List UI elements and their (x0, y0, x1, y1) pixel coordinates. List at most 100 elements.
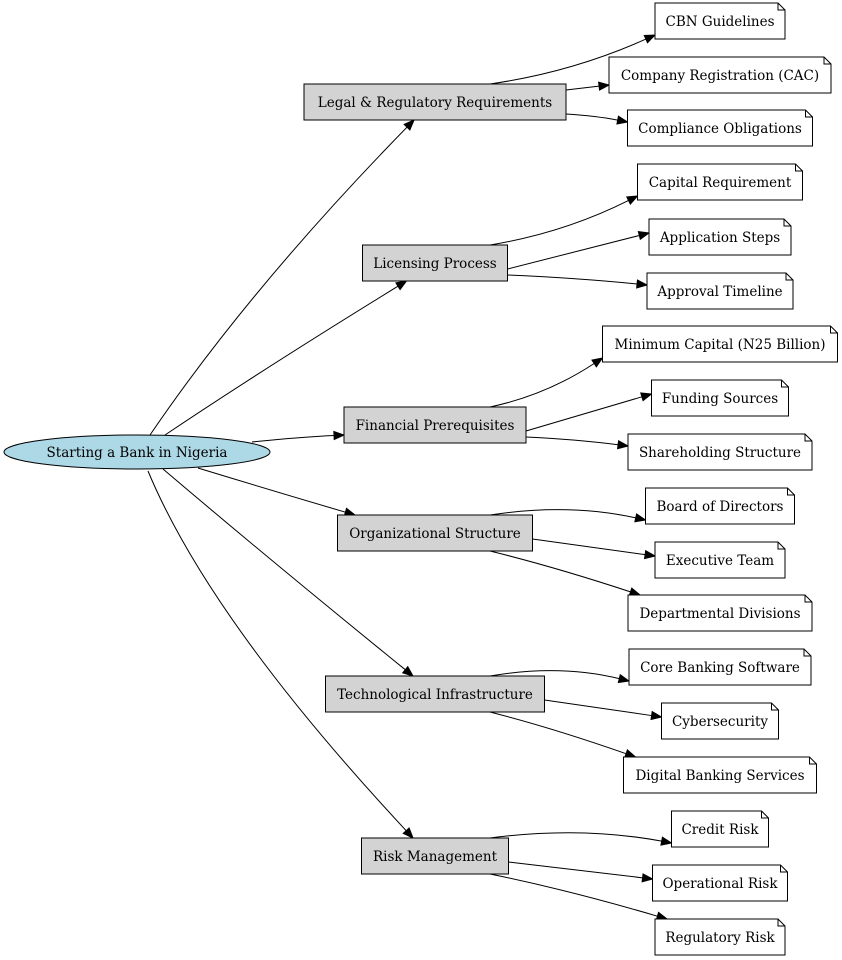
category-node-organizational-structure: Organizational Structure (337, 514, 533, 552)
leaf-node-label: Credit Risk (681, 822, 759, 838)
edge-legal-regulatory-requirements-to-compliance-obligations (565, 113, 618, 121)
category-node-shape (362, 244, 508, 282)
edge-technological-infrastructure-to-core-banking-software (489, 670, 620, 680)
edge-organizational-structure-to-executive-team-arrowhead (643, 549, 657, 560)
edge-financial-prerequisites-to-shareholding-structure (525, 436, 619, 446)
note-shape (608, 56, 832, 94)
edge-root-to-legal-regulatory-requirements-arrowhead (403, 119, 415, 131)
edge-organizational-structure-to-executive-team (532, 538, 646, 556)
root-node: Starting a Bank in Nigeria (3, 434, 271, 470)
leaf-node-operational-risk: Operational Risk (652, 864, 788, 902)
note-shape (651, 379, 789, 417)
category-node-label: Risk Management (373, 849, 498, 865)
leaf-node-label: Capital Requirement (649, 175, 792, 191)
edge-financial-prerequisites-to-funding-sources (525, 396, 643, 432)
nodes-layer: Starting a Bank in Nigeria Legal & Regula… (3, 2, 838, 956)
leaf-node-company-registration-cac: Company Registration (CAC) (608, 56, 832, 94)
leaf-node-label: Digital Banking Services (635, 768, 804, 784)
edge-financial-prerequisites-to-shareholding-structure-arrowhead (616, 439, 630, 450)
note-fold (805, 110, 813, 118)
note-shape (648, 218, 792, 256)
leaf-node-label: Operational Risk (662, 876, 778, 892)
edge-root-to-risk-management (147, 470, 407, 832)
category-node-technological-infrastructure: Technological Infrastructure (325, 675, 545, 713)
note-shape (654, 918, 786, 956)
edge-root-to-financial-prerequisites (251, 434, 335, 443)
edge-licensing-process-to-capital-requirement (489, 200, 629, 246)
leaf-node-label: Cybersecurity (672, 714, 768, 730)
leaf-node-minimum-capital-n25-billion: Minimum Capital (N25 Billion) (602, 325, 838, 363)
note-fold (809, 757, 817, 765)
leaf-node-label: Board of Directors (657, 499, 784, 515)
leaf-node-label: Company Registration (CAC) (621, 68, 819, 84)
edge-organizational-structure-to-board-of-directors-arrowhead (634, 513, 647, 523)
note-shape (671, 810, 769, 848)
edge-root-to-technological-infrastructure (162, 468, 406, 671)
edge-root-to-organizational-structure (197, 467, 346, 513)
category-node-shape (303, 83, 567, 121)
leaf-node-label: Core Banking Software (640, 660, 800, 676)
category-node-financial-prerequisites: Financial Prerequisites (343, 406, 527, 444)
leaf-node-regulatory-risk: Regulatory Risk (654, 918, 786, 956)
root-node-shape (3, 434, 271, 470)
category-node-label: Financial Prerequisites (356, 418, 515, 434)
category-node-shape (337, 514, 533, 552)
note-shape (602, 325, 838, 363)
note-fold (803, 649, 811, 657)
edge-legal-regulatory-requirements-to-company-registration-cac (565, 85, 600, 91)
edge-technological-infrastructure-to-cybersecurity-arrowhead (650, 710, 663, 721)
note-shape (628, 648, 812, 686)
leaf-node-label: Departmental Divisions (639, 606, 800, 622)
edge-risk-management-to-credit-risk-arrowhead (660, 836, 673, 846)
note-fold (771, 703, 779, 711)
leaf-node-credit-risk: Credit Risk (671, 810, 769, 848)
leaf-node-label: Approval Timeline (656, 284, 782, 300)
note-shape (646, 272, 794, 310)
note-fold (780, 865, 788, 873)
leaf-node-digital-banking-services: Digital Banking Services (623, 756, 817, 794)
edge-licensing-process-to-approval-timeline (507, 274, 638, 285)
edge-organizational-structure-to-board-of-directors (489, 509, 636, 519)
edge-licensing-process-to-capital-requirement-arrowhead (625, 195, 639, 205)
leaf-node-shareholding-structure: Shareholding Structure (627, 433, 813, 471)
edge-legal-regulatory-requirements-to-compliance-obligations-arrowhead (616, 115, 629, 125)
note-fold (795, 164, 803, 172)
root-node-label: Starting a Bank in Nigeria (47, 445, 228, 461)
edge-legal-regulatory-requirements-to-cbn-guidelines-arrowhead (643, 34, 657, 44)
edges-layer (147, 34, 673, 921)
note-shape (645, 487, 795, 525)
edge-technological-infrastructure-to-digital-banking-services (489, 711, 627, 755)
note-fold (777, 542, 785, 550)
note-shape (654, 2, 786, 40)
edge-risk-management-to-credit-risk (489, 832, 662, 842)
leaf-node-board-of-directors: Board of Directors (645, 487, 795, 525)
category-node-shape (343, 406, 527, 444)
leaf-node-label: Application Steps (659, 230, 780, 246)
leaf-node-label: CBN Guidelines (665, 14, 774, 30)
note-fold (781, 380, 789, 388)
leaf-node-funding-sources: Funding Sources (651, 379, 789, 417)
note-fold (777, 3, 785, 11)
edge-root-to-licensing-process-arrowhead (395, 280, 408, 291)
edge-organizational-structure-to-departmental-divisions (489, 550, 631, 593)
category-node-label: Organizational Structure (349, 526, 521, 542)
leaf-node-label: Compliance Obligations (638, 121, 802, 137)
category-node-shape (361, 837, 509, 875)
leaf-node-cbn-guidelines: CBN Guidelines (654, 2, 786, 40)
note-shape (623, 756, 817, 794)
edge-legal-regulatory-requirements-to-cbn-guidelines (489, 38, 647, 85)
category-node-shape (325, 675, 545, 713)
edge-root-to-technological-infrastructure-arrowhead (401, 665, 415, 677)
category-node-label: Legal & Regulatory Requirements (318, 95, 553, 111)
leaf-node-application-steps: Application Steps (648, 218, 792, 256)
edge-licensing-process-to-approval-timeline-arrowhead (636, 279, 649, 289)
note-fold (787, 488, 795, 496)
edge-legal-regulatory-requirements-to-company-registration-cac-arrowhead (598, 81, 611, 91)
leaf-node-executive-team: Executive Team (654, 541, 786, 579)
category-node-legal-regulatory-requirements: Legal & Regulatory Requirements (303, 83, 567, 121)
note-fold (804, 434, 812, 442)
leaf-node-label: Minimum Capital (N25 Billion) (615, 337, 826, 353)
leaf-node-label: Shareholding Structure (639, 445, 801, 461)
note-shape (627, 594, 813, 632)
